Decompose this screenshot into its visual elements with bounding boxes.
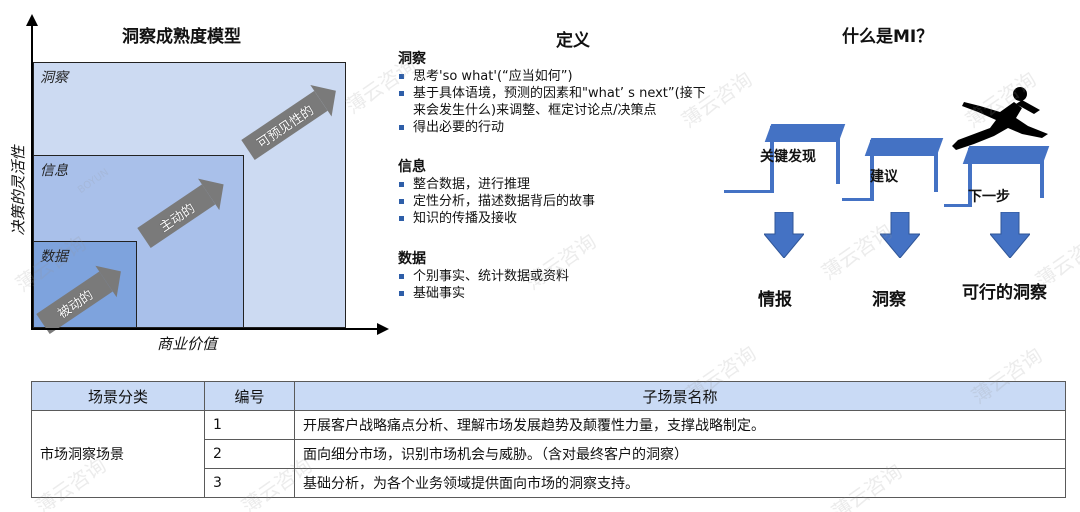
y-axis-arrowhead <box>26 14 38 26</box>
header-category: 场景分类 <box>31 381 205 411</box>
number-cell: 2 <box>204 439 295 469</box>
x-axis <box>31 328 379 330</box>
name-cell: 面向细分市场，识别市场机会与威胁。（含对最终客户的洞察） <box>294 439 1066 469</box>
section-title: 信息 <box>398 159 426 175</box>
list-item-continuation: 来会发生什么)来调整、框定讨论点/决策点 <box>413 103 657 118</box>
hurdle-foot <box>944 204 972 207</box>
list-item: 来会发生什么)来调整、框定讨论点/决策点 <box>398 102 768 119</box>
list-item: 个别事实、统计数据或资料 <box>398 268 768 285</box>
down-arrow-icon <box>764 212 804 258</box>
level-label-data: 数据 <box>40 249 68 265</box>
definition-section-insight: 洞察 思考'so what'(“应当如何”) 基于具体语境，预测的因素和"wha… <box>398 48 768 136</box>
definition-section-data: 数据 个别事实、统计数据或资料 基础事实 <box>398 248 768 302</box>
hurdle-bar <box>764 124 846 142</box>
level-label-insight: 洞察 <box>40 70 68 86</box>
category-cell: 市场洞察场景 <box>31 410 205 498</box>
list-item: 知识的传播及接收 <box>398 210 768 227</box>
hurdle-post <box>836 126 840 184</box>
x-axis-label: 商业价值 <box>157 335 218 353</box>
hurdle-label-suggestion: 建议 <box>870 169 898 185</box>
hurdle-label-key-findings: 关键发现 <box>760 149 816 165</box>
scenario-table: 场景分类 编号 子场景名称 市场洞察场景 1 开展客户战略痛点分析、理解市场发展… <box>31 381 1066 498</box>
table-row: 市场洞察场景 1 开展客户战略痛点分析、理解市场发展趋势及颠覆性力量，支撑战略制… <box>31 410 1066 498</box>
name-cell: 基础分析，为各个业务领域提供面向市场的洞察支持。 <box>294 468 1066 498</box>
header-number: 编号 <box>204 381 295 411</box>
hurdle-suggestion <box>842 134 944 204</box>
hurdle-bar <box>864 138 944 156</box>
list-item: 得出必要的行动 <box>398 119 768 136</box>
hurdle-foot <box>724 190 774 193</box>
hurdle-key-findings <box>724 118 846 196</box>
down-arrow-icon <box>990 212 1030 258</box>
mi-title: 什么是MI？ <box>842 27 934 47</box>
hurdle-post <box>770 126 774 192</box>
hurdle-post <box>968 148 972 206</box>
hurdle-post <box>870 140 874 200</box>
x-axis-arrowhead <box>377 323 389 335</box>
y-axis <box>31 24 33 330</box>
list-item: 思考'so what'(“应当如何”) <box>398 68 768 85</box>
definition-title: 定义 <box>556 31 590 51</box>
hurdle-label-next-step: 下一步 <box>968 189 1010 205</box>
number-cell: 3 <box>204 468 295 498</box>
y-axis-label: 决策的灵活性 <box>9 145 28 236</box>
table-row: 3 基础分析，为各个业务领域提供面向市场的洞察支持。 <box>32 468 1066 498</box>
down-arrow-icon <box>880 212 920 258</box>
hurdle-post <box>934 140 938 192</box>
list-item: 定性分析，描述数据背后的故事 <box>398 193 768 210</box>
hurdle-next-step <box>944 142 1050 212</box>
level-label-information: 信息 <box>40 163 68 179</box>
hurdle-foot <box>842 198 874 201</box>
table-header-row: 场景分类 编号 子场景名称 <box>31 381 1066 411</box>
maturity-title: 洞察成熟度模型 <box>122 27 241 47</box>
hurdle-post <box>1040 148 1044 198</box>
list-item: 基于具体语境，预测的因素和"what’ s next”(接下 <box>398 85 768 102</box>
list-item: 基础事实 <box>398 285 768 302</box>
output-insight: 洞察 <box>872 290 906 310</box>
section-title: 数据 <box>398 251 426 267</box>
header-sub-scenario: 子场景名称 <box>294 381 1066 411</box>
output-intelligence: 情报 <box>758 290 792 310</box>
name-cell: 开展客户战略痛点分析、理解市场发展趋势及颠覆性力量，支撑战略制定。 <box>294 410 1066 440</box>
definition-section-information: 信息 整合数据，进行推理 定性分析，描述数据背后的故事 知识的传播及接收 <box>398 156 768 227</box>
list-item: 整合数据，进行推理 <box>398 176 768 193</box>
section-title: 洞察 <box>398 51 426 67</box>
number-cell: 1 <box>204 410 295 440</box>
hurdler-icon <box>952 87 1048 150</box>
output-actionable-insight: 可行的洞察 <box>962 283 1047 303</box>
